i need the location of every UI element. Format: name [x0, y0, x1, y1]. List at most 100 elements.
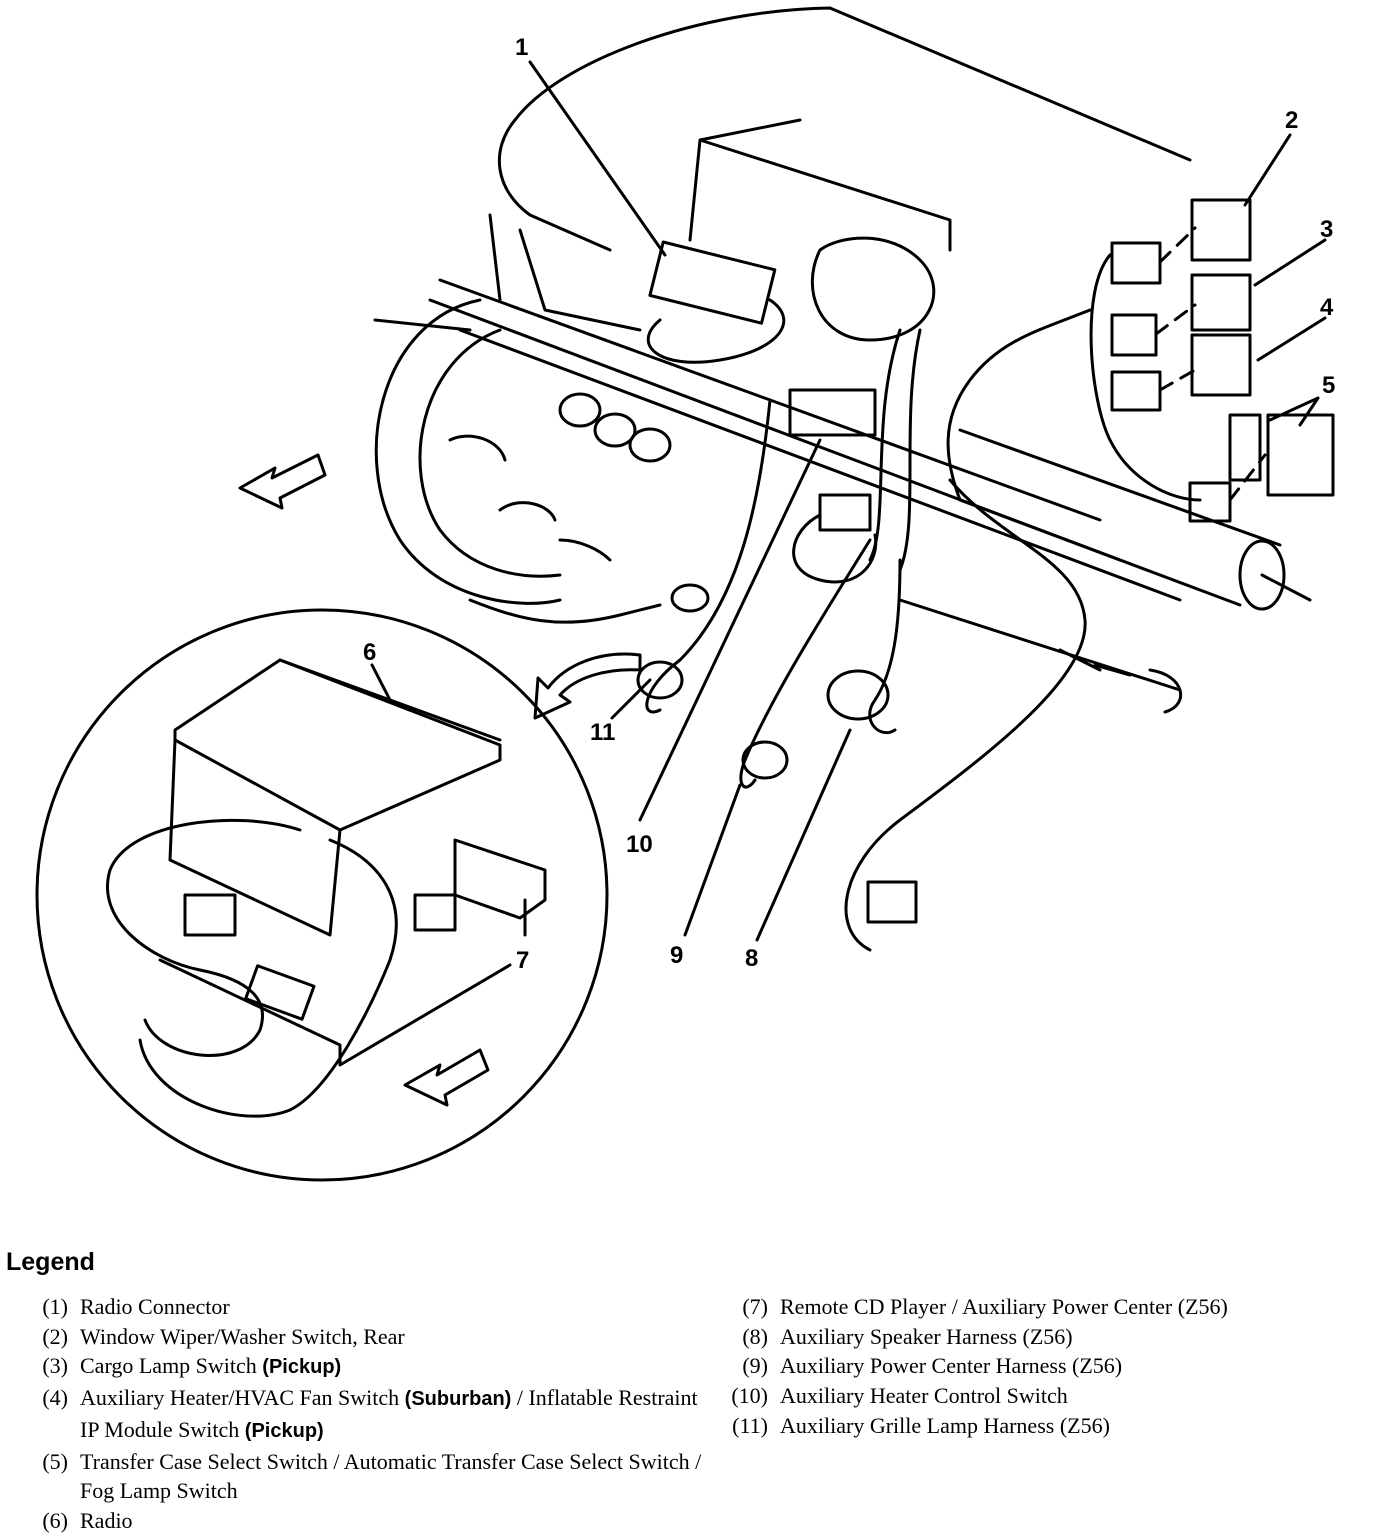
- legend-item-number: (6): [42, 1507, 68, 1533]
- lower-brace: [898, 598, 1183, 714]
- harness-connector-b: [1110, 313, 1158, 357]
- instrument-panel-cover-edge: [497, 118, 612, 252]
- legend-item-label: Auxiliary Heater/HVAC Fan Switch: [80, 1385, 405, 1411]
- callout-9: 9: [670, 942, 683, 969]
- legend-item-text: Auxiliary Grille Lamp Harness (Z56): [780, 1411, 1370, 1441]
- inset-radio-connector: [183, 893, 237, 937]
- callout-10: 10: [626, 831, 653, 858]
- grille-lamp-harness-coil: [636, 660, 684, 700]
- inset-slot: [244, 964, 316, 1021]
- legend-item-qualifier: (Suburban): [404, 1388, 512, 1411]
- legend-item: (11) Auxiliary Grille Lamp Harness (Z56): [720, 1411, 1370, 1441]
- legend-title: Legend: [6, 1248, 95, 1276]
- callout-5: 5: [1322, 372, 1335, 399]
- legend-item: (10)Auxiliary Heater Control Switch: [720, 1381, 1370, 1411]
- legend-item-label: Auxiliary Grille Lamp Harness (Z56): [780, 1412, 1110, 1438]
- leader-line-2: [1243, 133, 1292, 207]
- legend-item-text: Auxiliary Heater/HVAC Fan Switch (Suburb…: [80, 1383, 710, 1446]
- left-arrow-icon: [238, 453, 327, 510]
- legend-item: (3) Cargo Lamp Switch (Pickup): [20, 1351, 710, 1383]
- leader-line-10: [638, 438, 822, 822]
- leader-line-5: [1268, 396, 1320, 427]
- legend-item-text: Auxiliary Heater Control Switch: [780, 1381, 1370, 1411]
- curved-arrow-icon: [533, 652, 642, 720]
- leader-line-8: [755, 728, 852, 942]
- dash-brace-3: [458, 328, 1182, 602]
- callout-3: 3: [1320, 216, 1333, 243]
- right-switch-harness: [1089, 253, 1202, 502]
- legend-item-text: Remote CD Player / Auxiliary Power Cente…: [780, 1292, 1370, 1322]
- callout-7: 7: [516, 947, 529, 974]
- harness-connector-c: [1110, 370, 1162, 412]
- steering-column: [958, 428, 1282, 607]
- legend-item-number: (9): [742, 1353, 768, 1379]
- power-center-harness: [739, 538, 872, 789]
- legend-item: (5)Transfer Case Select Switch / Automat…: [20, 1447, 710, 1506]
- legend-item-label: Auxiliary Power Center Harness (Z56): [780, 1353, 1123, 1379]
- legend-item-text: Radio Connector: [80, 1292, 710, 1322]
- left-harness-loop: [374, 298, 562, 605]
- callout-1: 1: [515, 34, 528, 61]
- legend-item-label: Radio Connector: [80, 1294, 230, 1319]
- bulb-socket: [670, 583, 710, 613]
- inset-arrow-icon: [403, 1048, 490, 1107]
- aux-harness-end-connector: [866, 880, 918, 924]
- gauge-bulb-3: [628, 427, 672, 463]
- harness-connector-a: [1110, 241, 1162, 285]
- leader-line-4: [1256, 316, 1327, 362]
- legend-item-text: Auxiliary Speaker Harness (Z56): [780, 1322, 1370, 1352]
- legend-item-label: Remote CD Player / Auxiliary Power Cente…: [780, 1294, 1228, 1319]
- inset-lower-box: [158, 958, 512, 1067]
- aux-harness-clip: [1058, 648, 1132, 677]
- leader-line-6: [370, 663, 392, 702]
- power-center-harness-coil: [741, 740, 789, 780]
- callout-6: 6: [363, 639, 376, 666]
- legend-item-text: Auxiliary Power Center Harness (Z56): [780, 1351, 1370, 1381]
- legend-item: (4)Auxiliary Heater/HVAC Fan Switch (Sub…: [20, 1383, 710, 1446]
- legend-item-label: Auxiliary Heater Control Switch: [780, 1383, 1068, 1409]
- left-harness-stub: [373, 318, 472, 332]
- radio-cavity: [688, 118, 952, 252]
- gauge-bulb-1: [558, 392, 602, 428]
- inset-radio-harness: [106, 818, 302, 1057]
- legend-item: (1) Radio Connector: [20, 1292, 710, 1322]
- wiring-diagram: 1 2 3 4 5 6 7 8 9 10 11: [35, 6, 1335, 1182]
- legend-item-number: (3): [42, 1353, 68, 1379]
- inset-radio-front: [168, 738, 342, 937]
- connector-dash-lines: [1154, 226, 1267, 502]
- harness-connector-d: [1188, 481, 1232, 523]
- legend-item: (8)Auxiliary Speaker Harness (Z56): [720, 1322, 1370, 1352]
- left-harness-inner: [418, 328, 562, 578]
- callout-2: 2: [1285, 107, 1298, 134]
- legend-item: (6) Radio: [20, 1506, 710, 1536]
- aux-harness-long: [844, 478, 1087, 952]
- legend-item-number: (2): [42, 1323, 68, 1349]
- legend-item-text: Cargo Lamp Switch (Pickup): [80, 1351, 710, 1383]
- lower-left-wire: [468, 598, 662, 624]
- legend-left-column: (1) Radio Connector (2) Window Wiper/Washer…: [20, 1292, 710, 1536]
- instrument-panel-cover: [513, 6, 1192, 162]
- legend-item: (7) Remote CD Player / Auxiliary Power Ce…: [720, 1292, 1370, 1322]
- legend-item-qualifier: (Pickup): [244, 1419, 324, 1442]
- speaker-harness-coil: [826, 669, 890, 721]
- legend-item-number: (5): [42, 1448, 68, 1474]
- radio-connector: [648, 240, 777, 325]
- legend-item-label: Radio: [80, 1507, 133, 1533]
- legend-item-label: Window Wiper/Washer Switch, Rear: [80, 1323, 405, 1349]
- center-harness-trunk: [868, 328, 922, 572]
- speaker-harness: [868, 558, 902, 735]
- legend-item-text: Radio: [80, 1506, 710, 1536]
- inset-cd-player: [453, 838, 547, 920]
- legend-item: (2) Window Wiper/Washer Switch, Rear: [20, 1322, 710, 1352]
- switch-transfer-case: [1266, 413, 1335, 497]
- leader-line-9: [683, 783, 742, 937]
- radio-connector-wires: [646, 298, 786, 364]
- lower-center-loop: [792, 513, 878, 584]
- legend-item-number: (11): [732, 1412, 768, 1438]
- legend-item-number: (7): [742, 1294, 768, 1319]
- leader-line-3: [1253, 238, 1327, 287]
- legend-item-label: / Inflatable Restraint IP Module Switch: [80, 1385, 698, 1442]
- legend-item-number: (1): [42, 1294, 68, 1319]
- switch-window-wiper-rear: [1190, 198, 1252, 262]
- switch-transfer-case-connector: [1228, 413, 1262, 482]
